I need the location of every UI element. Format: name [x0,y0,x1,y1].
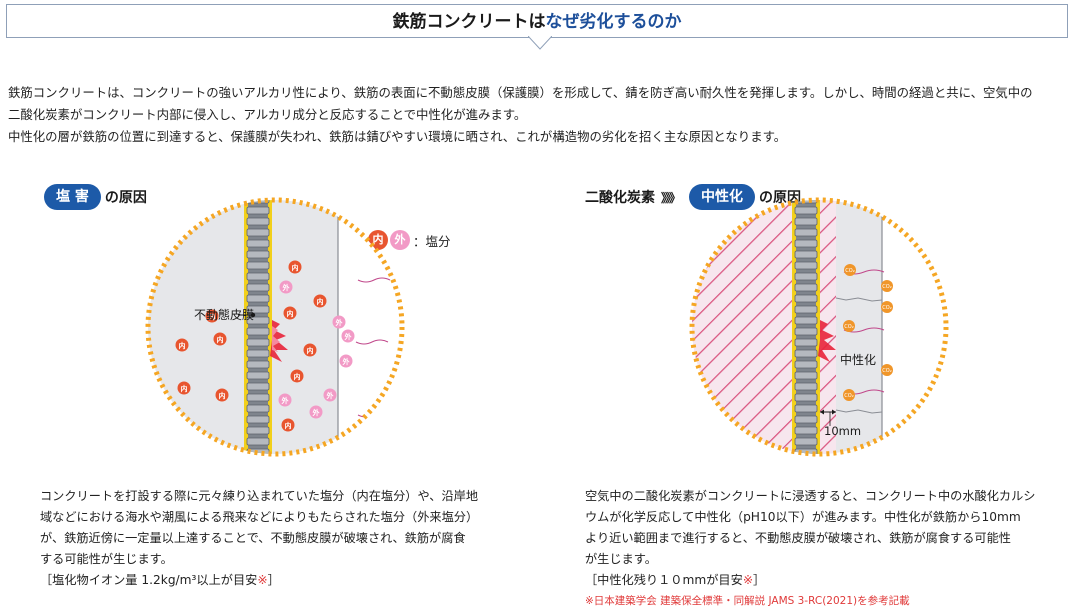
svg-text:内: 内 [307,346,314,355]
carbon-desc-line: が生じます。 [585,552,657,566]
title-highlight: なぜ劣化するのか [545,12,682,32]
svg-text:内: 内 [217,335,224,344]
carbon-description: 空気中の二酸化炭素がコンクリートに浸透すると、コンクリート中の水酸化カルシ ウム… [585,486,1035,612]
intro-line: 中性化の層が鉄筋の位置に到達すると、保護膜が失われ、鉄筋は錆びやすい環境に晒され… [8,129,787,144]
salt-legend: 内 外 ：塩分 [368,230,451,250]
carbonated-zone-left [692,200,796,454]
salt-desc-line: 域などにおける海水や潮風による飛来などによりもたらされた塩分（外来塩分） [40,510,479,524]
svg-text:CO₂: CO₂ [882,284,891,290]
neutralization-label: 中性化 [840,352,876,367]
inner-salt-particles: 内 内 内 内 内 内 内 内 内 内 内 [175,260,327,432]
co2-particles: CO₂ CO₂ CO₂ CO₂ CO₂ CO₂ [843,264,893,401]
source-note: ※日本建築学会 建築保全標準・同解説 JAMS 3-RC(2021)を参考記載 [585,595,910,607]
salt-title-suffix: の原因 [104,190,147,206]
svg-text:内: 内 [294,372,301,381]
svg-text:外: 外 [345,332,352,341]
arrows-icon: 》》》 [661,190,681,205]
title-main: 鉄筋コンクリートは [392,12,546,32]
intro-line: 二酸化炭素がコンクリート内部に侵入し、アルカリ成分と反応することで中性化が進みま… [8,107,527,122]
svg-text:CO₂: CO₂ [882,368,891,374]
svg-text:CO₂: CO₂ [882,305,891,311]
svg-text:内: 内 [317,297,324,306]
depth-label: 10mm [824,424,861,438]
intro-line: 鉄筋コンクリートは、コンクリートの強いアルカリ性により、鉄筋の表面に不動態皮膜（… [8,85,1033,100]
svg-text:内: 内 [179,341,186,350]
salt-damage-diagram: 内 内 内 内 内 内 内 内 内 内 内 外 外 外 外 外 外 外 不動態皮… [145,197,405,457]
carbon-desc-line: より近い範囲まで進行すると、不動態皮膜が破壊され、鉄筋が腐食する可能性 [585,531,1011,545]
salt-description: コンクリートを打設する際に元々練り込まれていた塩分（内在塩分）や、沿岸地 域など… [40,486,478,591]
svg-text:内: 内 [287,309,294,318]
passive-film-label: 不動態皮膜 [194,307,254,322]
svg-text:外: 外 [343,357,350,366]
section-title: 鉄筋コンクリートはなぜ劣化するのか [7,5,1067,39]
svg-text:内: 内 [285,421,292,430]
carbon-pill: 中性化 [689,184,756,210]
salt-section-title: 塩 害 の原因 [40,184,147,210]
header-pointer-icon [528,36,552,50]
svg-text:外: 外 [313,408,320,417]
salt-desc-line: が、鉄筋近傍に一定量以上達することで、不動態皮膜が破壊され、鉄筋が腐食 [40,531,466,545]
carbon-desc-line: 空気中の二酸化炭素がコンクリートに浸透すると、コンクリート中の水酸化カルシ [585,489,1036,503]
svg-text:外: 外 [282,396,289,405]
salt-pill: 塩 害 [44,184,101,210]
dotted-border [145,197,405,457]
section-header: 鉄筋コンクリートはなぜ劣化するのか [6,4,1068,38]
svg-text:内: 内 [181,384,188,393]
svg-text:CO₂: CO₂ [844,324,853,330]
salt-desc-line: する可能性が生じます。 [40,552,173,566]
intro-text: 鉄筋コンクリートは、コンクリートの強いアルカリ性により、鉄筋の表面に不動態皮膜（… [8,82,1076,148]
carbon-section-title: 二酸化炭素 》》》 中性化 の原因 [585,184,801,210]
carbon-note: ［中性化残り１０mmが目安※］ [585,573,766,587]
carbon-desc-line: ウムが化学反応して中性化（pH10以下）が進みます。中性化が鉄筋から10mm [585,510,1021,524]
svg-text:外: 外 [336,318,343,327]
svg-text:CO₂: CO₂ [845,268,854,274]
svg-text:内: 内 [219,391,226,400]
svg-text:CO₂: CO₂ [844,393,853,399]
svg-text:外: 外 [283,283,290,292]
carbonated-zone-right [820,200,836,454]
carbon-prefix: 二酸化炭素 [585,190,655,206]
svg-text:内: 内 [292,263,299,272]
legend-label: ：塩分 [413,233,451,249]
svg-text:外: 外 [327,391,334,400]
outside-air-area [338,200,402,454]
outer-salt-particles: 外 外 外 外 外 外 外 [278,280,355,419]
salt-note: ［塩化物イオン量 1.2kg/m³以上が目安※］ [40,573,280,587]
salt-desc-line: コンクリートを打設する際に元々練り込まれていた塩分（内在塩分）や、沿岸地 [40,489,479,503]
svg-text:内: 内 [209,312,216,321]
carbonation-diagram: CO₂ CO₂ CO₂ CO₂ CO₂ CO₂ 中性化 10mm [689,197,949,457]
legend-outer-salt-icon: 外 [390,230,410,250]
corrosion-burst-icon [818,320,836,362]
